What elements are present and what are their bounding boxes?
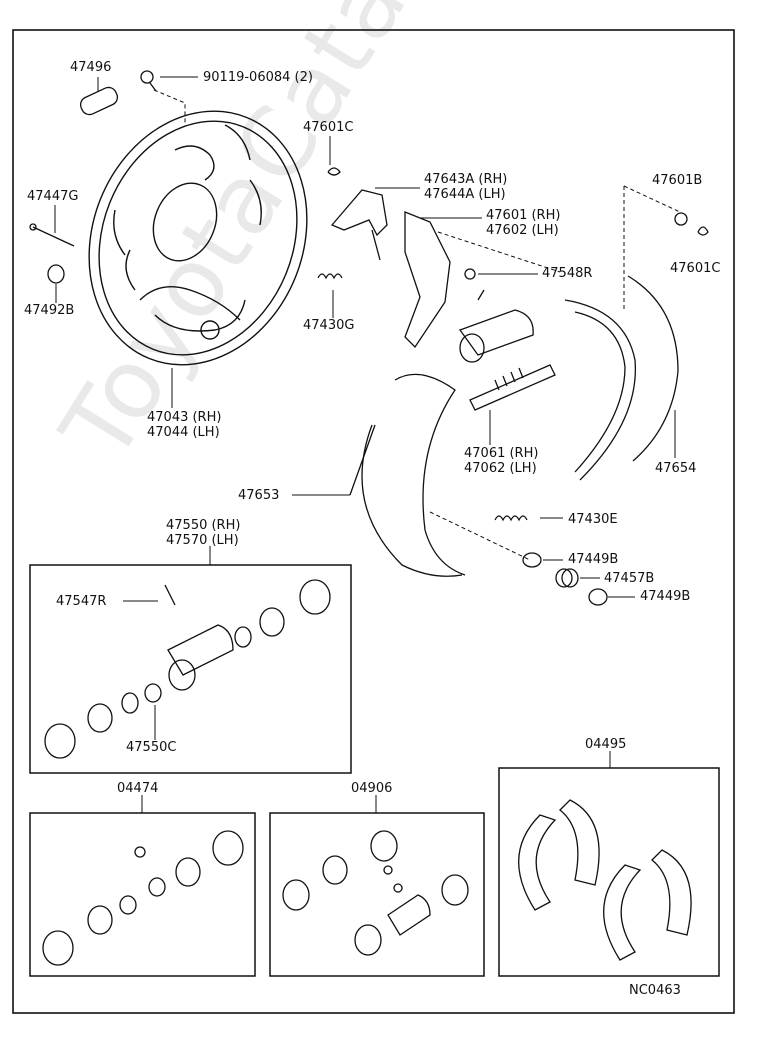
cup-47449B-2 xyxy=(588,588,608,606)
label-47548R: 47548R xyxy=(542,266,593,281)
kit-04495-shoes xyxy=(518,799,692,961)
label-47062: 47062 (LH) xyxy=(464,461,537,476)
label-47643A: 47643A (RH) xyxy=(424,172,508,187)
wheel-cylinder-box xyxy=(29,564,352,774)
clip-47601C-right xyxy=(697,226,709,236)
shoe-47653 xyxy=(349,373,466,577)
spring-47430G xyxy=(317,273,343,280)
label-47601C-right: 47601C xyxy=(670,261,721,276)
label-90119: 90119-06084 (2) xyxy=(203,70,313,85)
label-47550: 47550 (RH) xyxy=(166,518,241,533)
label-47570: 47570 (LH) xyxy=(166,533,239,548)
spring-47430E xyxy=(494,515,528,522)
label-47449B-1: 47449B xyxy=(568,552,619,567)
pin-47447G xyxy=(29,223,75,247)
wheel-cylinder-exploded xyxy=(44,579,331,759)
label-47061: 47061 (RH) xyxy=(464,446,539,461)
label-47457B: 47457B xyxy=(604,571,655,586)
kit-04906-box xyxy=(269,812,485,977)
dashed-47653 xyxy=(429,511,531,561)
adjuster-47061 xyxy=(469,364,556,411)
label-47654: 47654 xyxy=(655,461,697,476)
label-47547R: 47547R xyxy=(56,594,107,609)
shoe-47654 xyxy=(564,275,679,481)
label-47496: 47496 xyxy=(70,60,112,75)
label-47043: 47043 (RH) xyxy=(147,410,222,425)
dashed-47601 xyxy=(437,231,561,273)
cup-47449B-1 xyxy=(522,552,542,568)
lever-47601 xyxy=(404,211,451,349)
washer-47601B xyxy=(674,212,688,226)
label-47430G: 47430G xyxy=(303,318,355,333)
kit-04474-parts xyxy=(42,830,244,966)
label-04474: 04474 xyxy=(117,781,159,796)
dashed-90119 xyxy=(153,89,186,125)
label-47602: 47602 (LH) xyxy=(486,223,559,238)
kit-04495-box xyxy=(498,767,720,977)
label-47430E: 47430E xyxy=(568,512,618,527)
label-04495: 04495 xyxy=(585,737,627,752)
kit-04474-box xyxy=(29,812,256,977)
backing-plate xyxy=(88,110,308,366)
label-04906: 04906 xyxy=(351,781,393,796)
spring-47457B xyxy=(555,568,579,588)
label-47601: 47601 (RH) xyxy=(486,208,561,223)
label-47653: 47653 xyxy=(238,488,280,503)
clip-47601C-top xyxy=(327,167,341,176)
label-47044: 47044 (LH) xyxy=(147,425,220,440)
kit-04906-parts xyxy=(282,830,469,956)
label-47601C-top: 47601C xyxy=(303,120,354,135)
diagram-id: NC0463 xyxy=(629,983,681,998)
label-47601B: 47601B xyxy=(652,173,703,188)
label-47449B-2: 47449B xyxy=(640,589,691,604)
label-47492B: 47492B xyxy=(24,303,75,318)
nut-47548R xyxy=(464,268,476,280)
lever-47643A xyxy=(330,189,388,261)
cup-47492B xyxy=(47,264,65,284)
label-47644A: 47644A (LH) xyxy=(424,187,506,202)
plug-47496 xyxy=(79,86,119,116)
label-47447G: 47447G xyxy=(27,189,79,204)
diagram-frame xyxy=(12,29,735,1014)
dashed-47601B xyxy=(623,185,681,213)
wheel-cylinder-main xyxy=(458,289,534,363)
label-47550C: 47550C xyxy=(126,740,177,755)
bolt-90119 xyxy=(140,70,157,92)
